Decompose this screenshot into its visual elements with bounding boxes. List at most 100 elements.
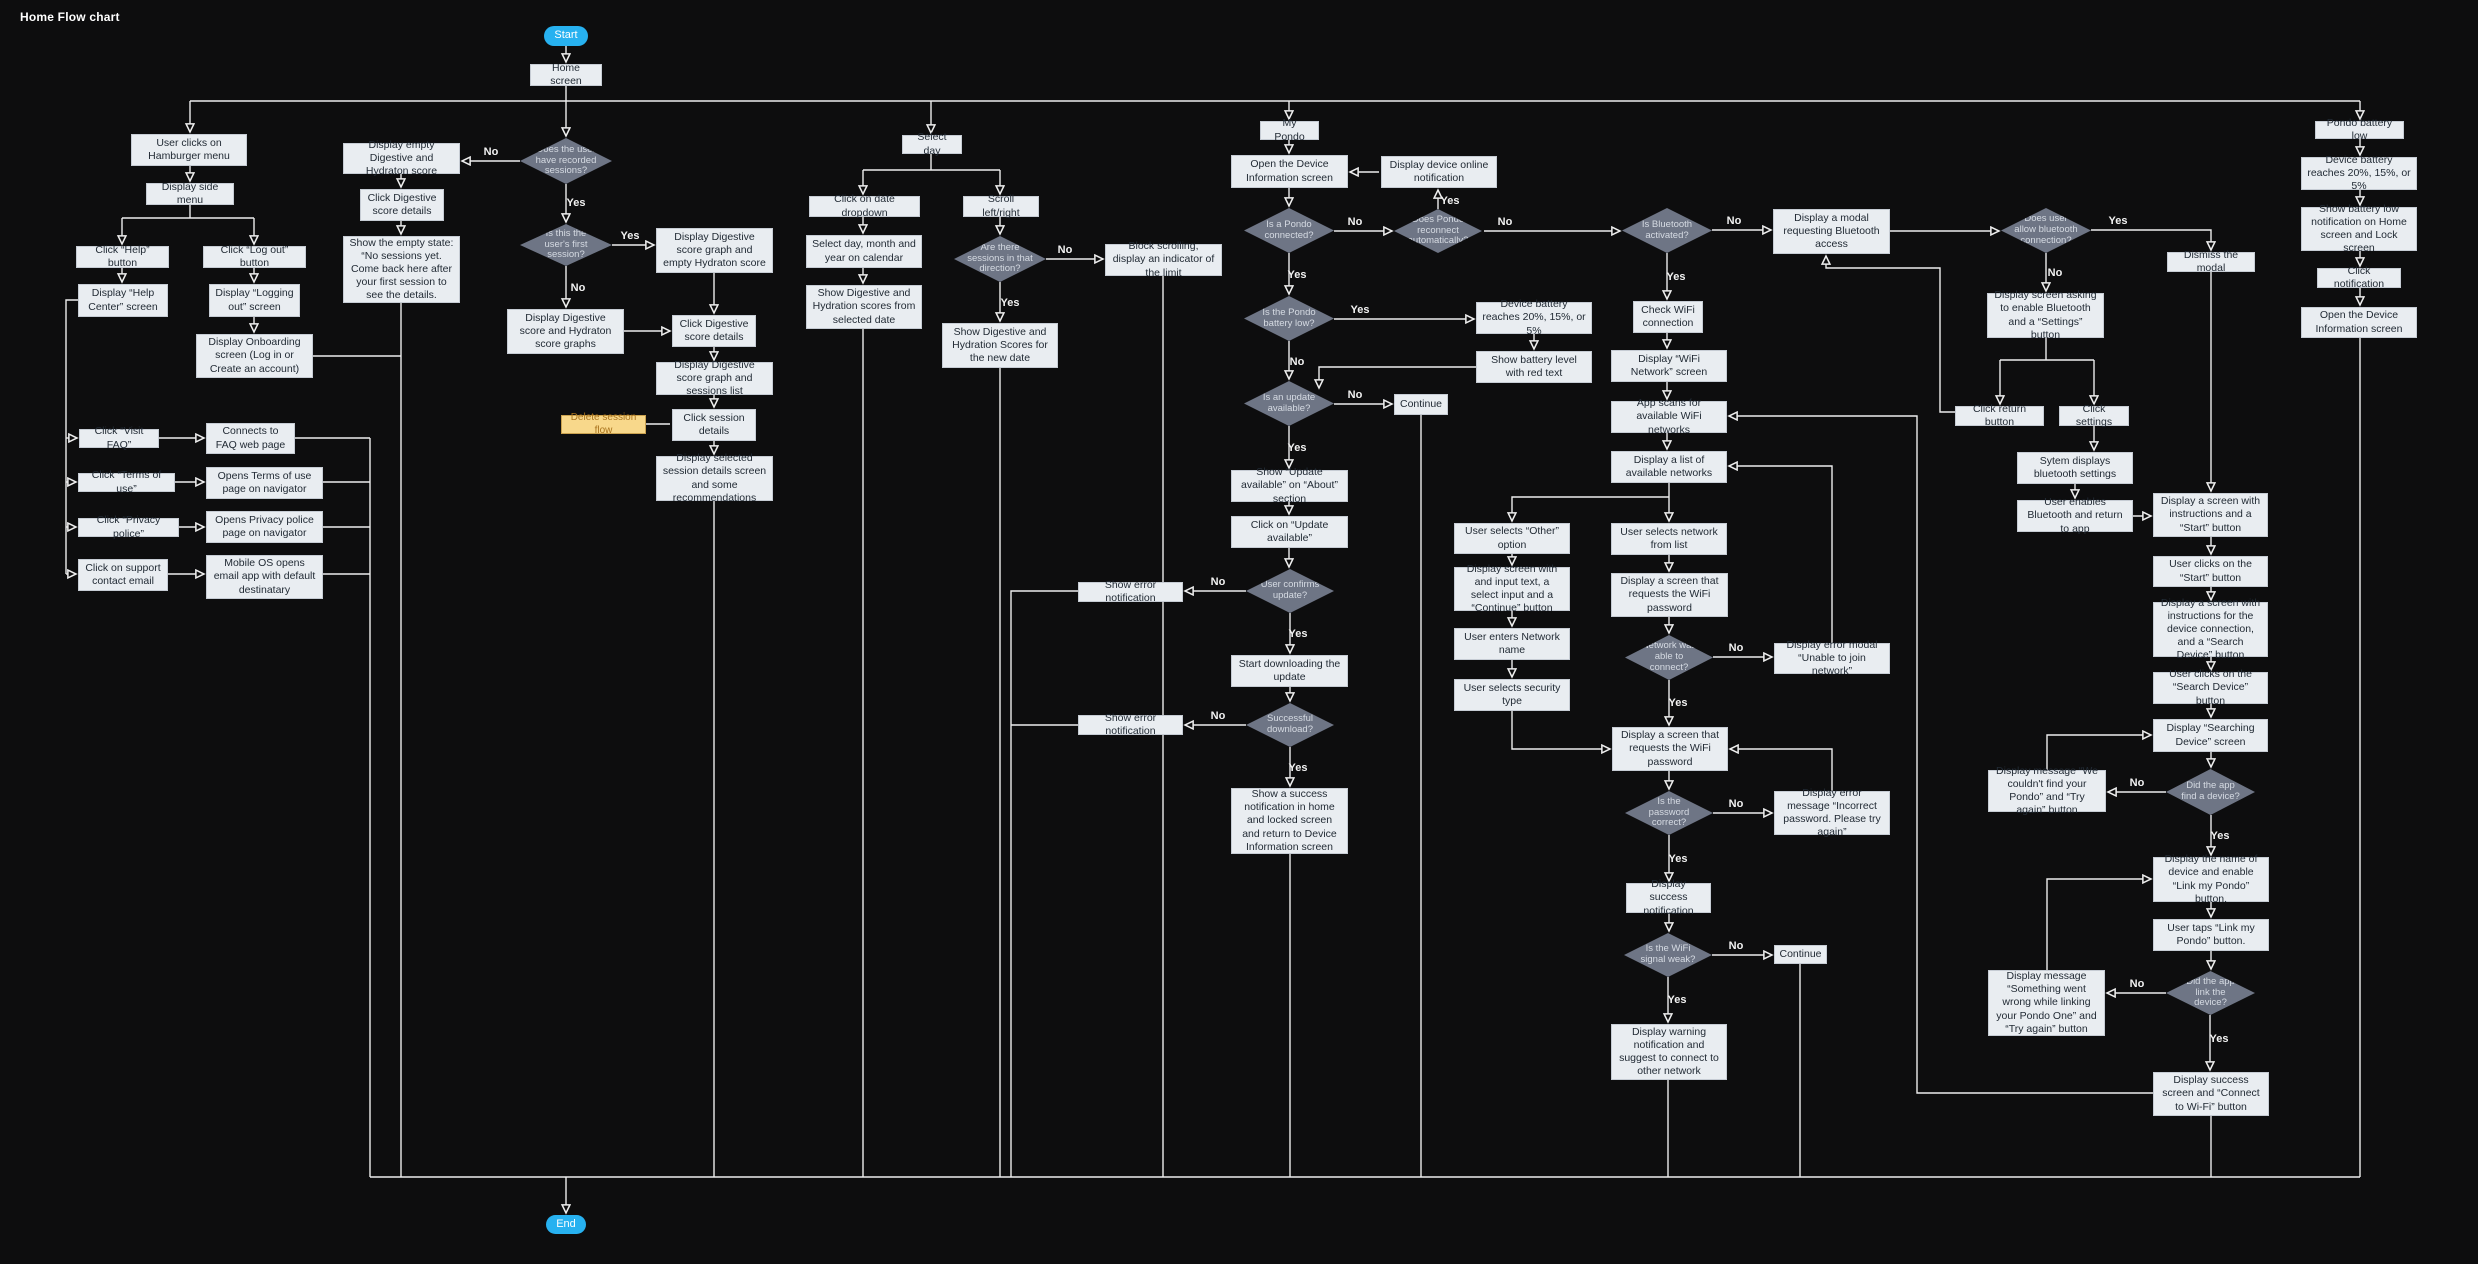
graphs-both-node[interactable]: Display Digestive score and Hydraton sco… — [507, 309, 624, 354]
edge-label-yes: Yes — [621, 230, 640, 242]
visit-faq-node[interactable]: Click “Visit FAQ” — [79, 425, 159, 451]
dismiss-modal-node[interactable]: Dismiss the modal — [2167, 249, 2255, 274]
tap-link-node[interactable]: User taps “Link my Pondo” button. — [2153, 919, 2269, 951]
screen-start-node[interactable]: Display a screen with instructions and a… — [2153, 493, 2268, 537]
success-notif-node[interactable]: Display success notification — [1626, 878, 1711, 917]
empty-state-node[interactable]: Show the empty state: “No sessions yet. … — [343, 236, 460, 303]
click-update-node[interactable]: Click on “Update available” — [1231, 516, 1348, 548]
modal-bt-node[interactable]: Display a modal requesting Bluetooth acc… — [1773, 209, 1890, 254]
click-date-dropdown-node[interactable]: Click on date dropdown — [809, 193, 920, 219]
check-wifi-node[interactable]: Check WiFi connection — [1633, 301, 1703, 333]
selected-session-node[interactable]: Display selected session details screen … — [656, 452, 773, 504]
open-device-info-node[interactable]: Open the Device Information screen — [1231, 155, 1348, 188]
end-node[interactable]: End — [546, 1215, 586, 1234]
graph-sessions-node[interactable]: Display Digestive score graph and sessio… — [656, 359, 773, 397]
mobile-email-node[interactable]: Mobile OS opens email app with default d… — [206, 555, 323, 599]
start-node[interactable]: Start — [544, 26, 588, 46]
click-terms-node[interactable]: Click “Terms of use” — [78, 469, 175, 495]
opens-terms-node[interactable]: Opens Terms of use page on navigator — [206, 467, 323, 499]
screen-search-node[interactable]: Display a screen with instructions for t… — [2153, 597, 2268, 661]
click-session-details-node[interactable]: Click session details — [672, 409, 756, 441]
click-privacy-node[interactable]: Click “Privacy police” — [78, 514, 179, 540]
onboarding-node[interactable]: Display Onboarding screen (Log in or Cre… — [196, 334, 313, 378]
error-incorrect-node[interactable]: Display error message “Incorrect passwor… — [1774, 787, 1890, 838]
continue-2-node[interactable]: Continue — [1774, 945, 1827, 964]
delete-session-note-node[interactable]: Delete session flow — [561, 412, 646, 436]
graph-empty-node[interactable]: Display Digestive score graph and empty … — [656, 228, 773, 273]
success-wifi-btn-node[interactable]: Display success screen and “Connect to W… — [2153, 1072, 2269, 1116]
select-day-node[interactable]: Select day — [902, 131, 962, 157]
select-other-node[interactable]: User selects “Other” option — [1454, 523, 1570, 554]
show-update-node[interactable]: Show “Update available” on “About” secti… — [1231, 466, 1348, 505]
click-start-node[interactable]: User clicks on the “Start” button — [2153, 556, 2268, 587]
scroll-lr-node[interactable]: Scroll left/right — [963, 193, 1039, 219]
edge-label-no: No — [1729, 940, 1744, 952]
online-notif-node[interactable]: Display device online notification — [1381, 156, 1497, 188]
app-scans-node[interactable]: App scans for available WiFi networks — [1611, 397, 1727, 436]
f-click-notif-node[interactable]: Click notification — [2317, 265, 2401, 290]
error-notif-1-node[interactable]: Show error notification — [1078, 579, 1183, 604]
wifi-screen-node[interactable]: Display “WiFi Network” screen — [1611, 350, 1727, 382]
f-open-info-node[interactable]: Open the Device Information screen — [2301, 307, 2417, 338]
edge-connector — [1729, 466, 1833, 643]
click-settings-node[interactable]: Click settings — [2059, 403, 2129, 428]
click-help-node[interactable]: Click “Help” button — [76, 244, 169, 269]
error-modal-join-node[interactable]: Display error modal “Unable to join netw… — [1774, 639, 1890, 677]
system-bt-node[interactable]: Sytem displays bluetooth settings — [2017, 452, 2133, 484]
select-from-list-node[interactable]: User selects network from list — [1611, 523, 1727, 555]
not-found-node[interactable]: Display message “We couldn't find your P… — [1988, 765, 2106, 816]
enable-bt-screen-node[interactable]: Display screen asking to enable Bluetoot… — [1987, 289, 2104, 341]
opens-privacy-node[interactable]: Opens Privacy police page on navigator — [206, 511, 323, 543]
click-dig-details-a-node[interactable]: Click Digestive score details — [360, 189, 444, 221]
my-pondo-node[interactable]: My Pondo — [1260, 117, 1319, 143]
edge-label-yes: Yes — [1288, 442, 1307, 454]
edge-label-no: No — [1729, 642, 1744, 654]
warning-notif-node[interactable]: Display warning notification and suggest… — [1611, 1024, 1727, 1080]
scores-selected-date-node[interactable]: Show Digestive and Hydration scores from… — [806, 285, 922, 329]
battery-red-node[interactable]: Show battery level with red text — [1476, 351, 1592, 383]
select-dmy-node[interactable]: Select day, month and year on calendar — [806, 235, 922, 268]
pondo-batt-low-node[interactable]: Pondo battery low — [2315, 117, 2404, 142]
click-search-node[interactable]: User clicks on the “Search Device” butto… — [2153, 668, 2268, 707]
help-center-node[interactable]: Display “Help Center” screen — [78, 284, 168, 317]
edge-label-yes: Yes — [1289, 628, 1308, 640]
device-name-node[interactable]: Display the name of device and enable “L… — [2153, 853, 2269, 905]
edge-label-yes: Yes — [2109, 215, 2128, 227]
battery-reaches-node[interactable]: Device battery reaches 20%, 15%, or 5% — [1476, 298, 1592, 337]
continue-1-node[interactable]: Continue — [1394, 394, 1448, 415]
edge-label-no: No — [1058, 244, 1073, 256]
list-networks-node[interactable]: Display a list of available networks — [1611, 451, 1727, 483]
start-download-node[interactable]: Start downloading the update — [1231, 655, 1348, 687]
f-batt-notif-node[interactable]: Show battery low notification on Home sc… — [2301, 203, 2417, 254]
block-scrolling-node[interactable]: Block scrolling, display an indicator of… — [1105, 240, 1222, 279]
enter-name-node[interactable]: User enters Network name — [1454, 628, 1570, 660]
success-update-node[interactable]: Show a success notification in home and … — [1231, 788, 1348, 854]
faq-web-node[interactable]: Connects to FAQ web page — [206, 423, 295, 454]
click-dig-details-b-node[interactable]: Click Digestive score details — [672, 315, 756, 347]
searching-screen-node[interactable]: Display “Searching Device” screen — [2153, 719, 2268, 752]
side-menu-node[interactable]: Display side menu — [146, 181, 234, 206]
click-return-node[interactable]: Click return button — [1955, 403, 2044, 428]
request-pwd-2-node[interactable]: Display a screen that requests the WiFi … — [1612, 727, 1728, 771]
click-support-node[interactable]: Click on support contact email — [78, 559, 168, 591]
edge-connector — [1826, 256, 1955, 413]
error-notif-2-node[interactable]: Show error notification — [1078, 712, 1183, 737]
user-enables-bt-node[interactable]: User enables Bluetooth and return to app — [2017, 496, 2133, 535]
logging-out-node[interactable]: Display “Logging out” screen — [209, 284, 300, 317]
request-pwd-1-node[interactable]: Display a screen that requests the WiFi … — [1611, 573, 1728, 617]
empty-scores-node[interactable]: Display empty Digestive and Hydraton sco… — [343, 139, 460, 177]
edge-label-yes: Yes — [1668, 994, 1687, 1006]
edge-connector — [1319, 366, 1476, 388]
edge-label-no: No — [1498, 216, 1513, 228]
f-batt-reaches-node[interactable]: Device battery reaches 20%, 15%, or 5% — [2301, 154, 2417, 192]
select-security-node[interactable]: User selects security type — [1454, 679, 1570, 711]
home-screen-node[interactable]: Home screen — [530, 62, 602, 87]
hamburger-node[interactable]: User clicks on Hamburger menu — [131, 134, 247, 166]
link-error-node[interactable]: Display message “Something went wrong wh… — [1988, 970, 2105, 1036]
screen-input-node[interactable]: Display screen with and input text, a se… — [1454, 563, 1570, 614]
scores-new-date-node[interactable]: Show Digestive and Hydration Scores for … — [942, 323, 1058, 368]
edge-label-yes: Yes — [1001, 297, 1020, 309]
click-logout-node[interactable]: Click “Log out” button — [203, 244, 306, 269]
